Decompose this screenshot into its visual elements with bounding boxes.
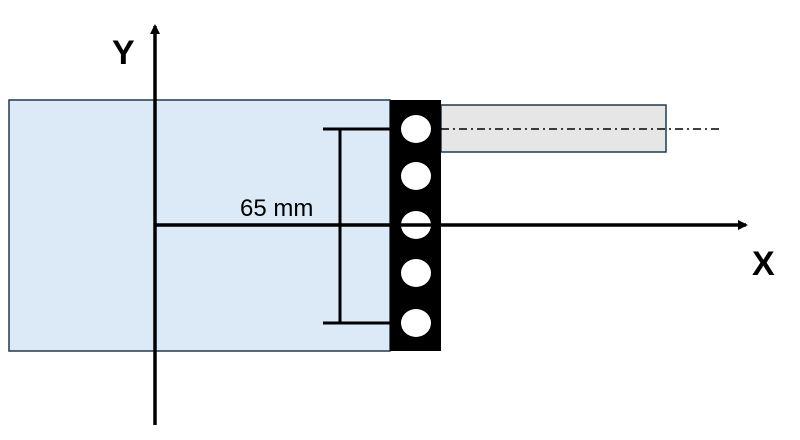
hole	[401, 115, 431, 143]
hole	[401, 162, 431, 190]
hole	[401, 259, 431, 287]
dimension-label: 65 mm	[240, 195, 313, 222]
y-axis-label: Y	[112, 34, 135, 72]
hole	[401, 309, 431, 337]
x-axis-label: X	[752, 245, 775, 283]
